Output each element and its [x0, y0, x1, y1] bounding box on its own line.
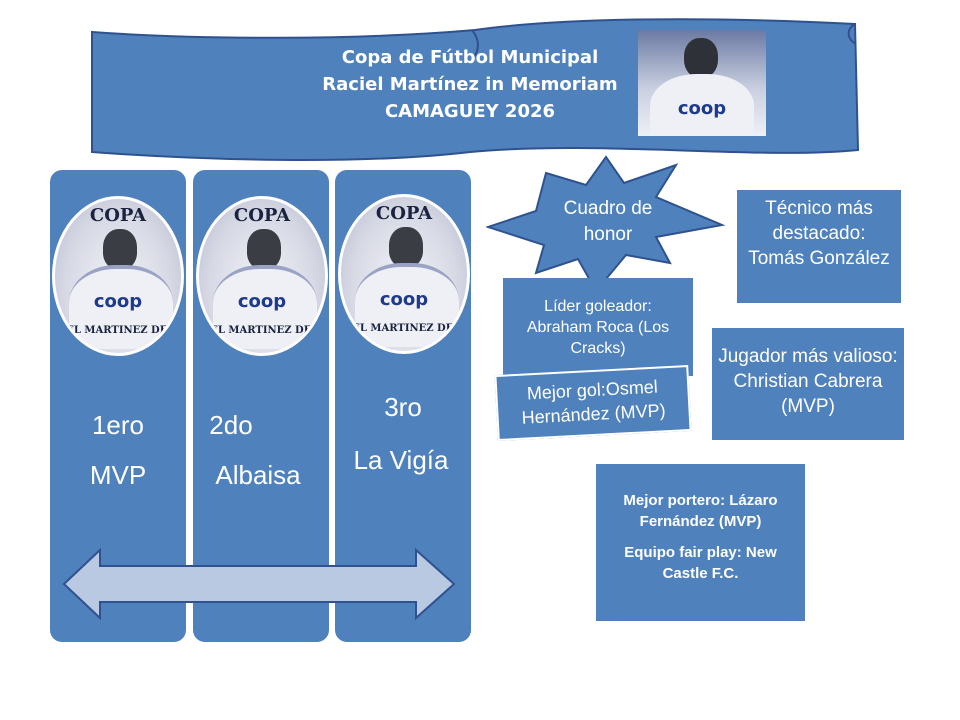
mejor-portero-text: Mejor portero: Lázaro Fernández (MVP)	[623, 492, 778, 530]
medal-portrait-head	[103, 229, 137, 269]
mejor-gol-box: Mejor gol:Osmel Hernández (MVP)	[494, 364, 692, 442]
honor-starburst	[486, 155, 726, 293]
banner-line-3: CAMAGUEY 2026	[384, 101, 556, 122]
lider-goleador-box: Líder goleador: Abraham Roca (Los Cracks…	[503, 278, 693, 376]
medal-portrait-shirt	[213, 265, 317, 349]
medal-2: COPA coop IEL MARTINEZ DEL	[196, 196, 328, 356]
tecnico-text: Técnico más destacado: Tomás González	[748, 198, 890, 269]
tecnico-box: Técnico más destacado: Tomás González	[737, 190, 901, 303]
team-2-label: Albaisa	[215, 460, 301, 490]
photo-head	[684, 38, 718, 78]
medal-3: COPA coop IEL MARTINEZ DEL	[338, 194, 470, 354]
portero-fairplay-box: Mejor portero: Lázaro Fernández (MVP) Eq…	[596, 464, 805, 621]
medal-coop-logo: coop	[379, 289, 429, 310]
lider-goleador-text: Líder goleador: Abraham Roca (Los Cracks…	[526, 298, 670, 357]
medal-portrait-shirt	[355, 263, 459, 347]
medal-copa-text: COPA	[89, 205, 147, 226]
jugador-valioso-box: Jugador más valioso: Christian Cabrera (…	[712, 328, 904, 440]
medal-portrait-shirt	[69, 265, 173, 349]
banner-line-2: Raciel Martínez in Memoriam	[322, 74, 618, 95]
banner-title: Copa de Fútbol Municipal Raciel Martínez…	[300, 44, 640, 125]
medal-coop-logo: coop	[93, 291, 143, 312]
mejor-gol-text: Mejor gol:Osmel Hernández (MVP)	[521, 376, 667, 428]
medal-portrait-head	[247, 229, 281, 269]
medal-band-text: IEL MARTINEZ DEL	[347, 323, 461, 334]
place-2-label: 2do	[209, 410, 253, 440]
medal-coop-logo: coop	[237, 291, 287, 312]
fair-play-text: Equipo fair play: New Castle F.C.	[624, 544, 777, 582]
medal-band-text: IEL MARTINEZ DEL	[205, 325, 319, 336]
jugador-valioso-text: Jugador más valioso: Christian Cabrera (…	[718, 346, 898, 417]
photo-coop-logo: coop	[677, 98, 727, 119]
honor-title: Cuadro de honor	[563, 198, 653, 245]
place-3-label: 3ro	[384, 392, 422, 422]
photo-shirt	[650, 74, 754, 136]
medal-1: COPA coop IEL MARTINEZ DEL	[52, 196, 184, 356]
medal-portrait-head	[389, 227, 423, 267]
double-arrow	[62, 547, 456, 621]
medal-copa-text: COPA	[375, 203, 433, 224]
medal-copa-text: COPA	[233, 205, 291, 226]
team-1-label: MVP	[89, 460, 147, 490]
place-1-label: 1ero	[91, 410, 145, 440]
banner-line-1: Copa de Fútbol Municipal	[341, 47, 599, 68]
medal-band-text: IEL MARTINEZ DEL	[61, 325, 175, 336]
team-3-label: La Vigía	[353, 445, 449, 475]
memorial-photo: coop	[638, 30, 766, 136]
spacer	[602, 532, 799, 542]
